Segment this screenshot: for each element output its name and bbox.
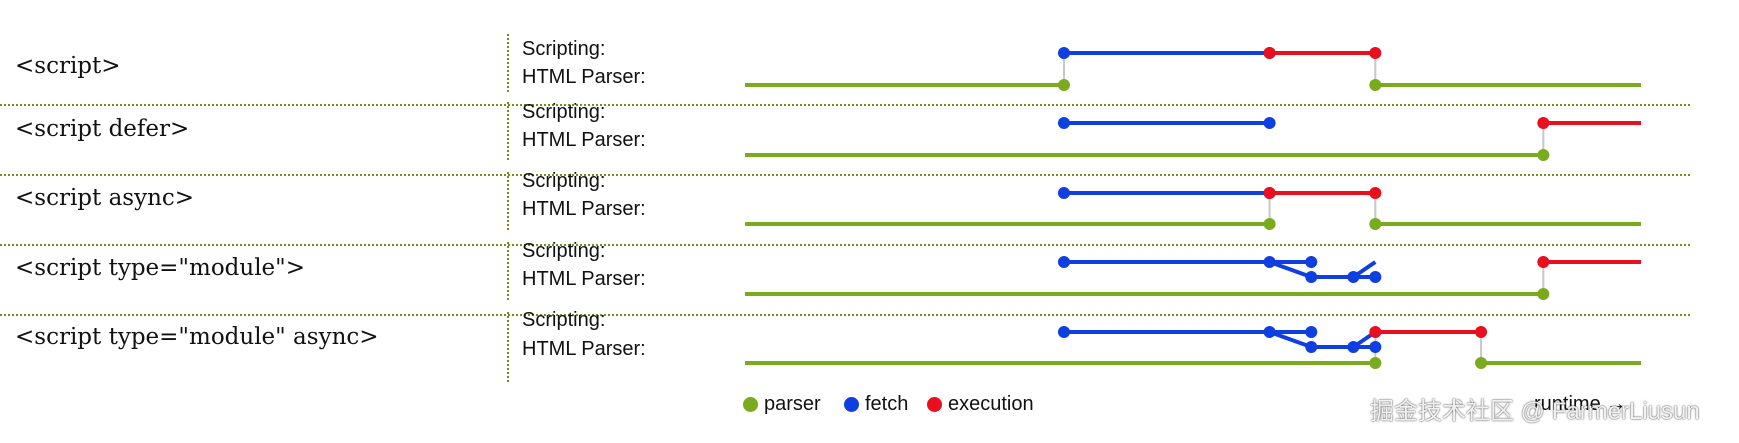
row-label: <script> — [15, 53, 121, 79]
row-separator-line — [507, 172, 509, 230]
execution-dot — [1369, 326, 1382, 338]
scripting-track-label: Scripting: — [522, 38, 606, 60]
parser-track-label: HTML Parser: — [522, 338, 646, 360]
parser-dot — [1475, 357, 1488, 369]
fetch-dot — [1347, 271, 1360, 283]
fetch-dot — [1305, 271, 1318, 283]
fetch-dot — [1305, 341, 1318, 353]
row-separator-line — [507, 102, 509, 160]
legend-label: fetch — [865, 393, 909, 415]
parser-dot-icon — [743, 396, 758, 412]
row-label: <script type="module" async> — [15, 324, 379, 350]
legend-execution: execution — [927, 392, 1034, 416]
scripting-track-label: Scripting: — [522, 309, 606, 331]
row-separator-line — [507, 312, 509, 382]
parser-dot — [1537, 149, 1550, 161]
fetch-dot — [1369, 341, 1382, 353]
execution-dot — [1537, 256, 1550, 268]
row-separator-line — [507, 242, 509, 300]
fetch-dot — [1263, 256, 1276, 268]
watermark-text: 掘金技术社区 @ FarmerLiusun — [1370, 398, 1700, 425]
legend-label: parser — [764, 393, 821, 415]
parser-dot — [1263, 218, 1276, 230]
fetch-dot — [1305, 256, 1318, 268]
fetch-dot — [1369, 271, 1382, 283]
fetch-dot — [1263, 117, 1276, 129]
scripting-track-label: Scripting: — [522, 101, 606, 123]
parser-track-label: HTML Parser: — [522, 129, 646, 151]
fetch-dot-icon — [844, 396, 859, 412]
row-divider — [0, 314, 1690, 316]
parser-dot — [1369, 357, 1382, 369]
execution-dot — [1369, 47, 1382, 59]
legend-fetch: fetch — [844, 392, 908, 416]
parser-dot — [1057, 79, 1070, 91]
execution-dot — [1263, 47, 1276, 59]
execution-dot — [1263, 187, 1276, 199]
execution-dot-icon — [927, 396, 942, 412]
runtime-axis-note: runtime → — [1534, 393, 1627, 415]
scripting-track-label: Scripting: — [522, 240, 606, 262]
row-separator-line — [507, 34, 509, 92]
execution-dot — [1537, 117, 1550, 129]
parser-dot — [1537, 288, 1550, 300]
fetch-dot — [1057, 187, 1070, 199]
fetch-dot — [1057, 117, 1070, 129]
fetch-dot — [1057, 47, 1070, 59]
execution-dot — [1475, 326, 1488, 338]
fetch-dot — [1263, 326, 1276, 338]
parser-track-label: HTML Parser: — [522, 198, 646, 220]
module-fetch-segment — [1268, 260, 1377, 279]
legend-label: execution — [948, 393, 1034, 415]
row-label: <script defer> — [15, 116, 190, 142]
row-divider — [0, 174, 1690, 176]
fetch-dot — [1057, 326, 1070, 338]
row-divider — [0, 244, 1690, 246]
parser-track-label: HTML Parser: — [522, 66, 646, 88]
fetch-dot — [1057, 256, 1070, 268]
row-divider — [0, 104, 1690, 106]
execution-dot — [1369, 187, 1382, 199]
row-label: <script async> — [15, 185, 195, 211]
fetch-dot — [1305, 326, 1318, 338]
parser-dot — [1369, 79, 1382, 91]
legend-parser: parser — [743, 392, 821, 416]
module-fetch-segment — [1268, 330, 1377, 349]
fetch-dot — [1347, 341, 1360, 353]
parser-track-label: HTML Parser: — [522, 268, 646, 290]
scripting-track-label: Scripting: — [522, 170, 606, 192]
parser-dot — [1369, 218, 1382, 230]
row-label: <script type="module"> — [15, 255, 306, 281]
